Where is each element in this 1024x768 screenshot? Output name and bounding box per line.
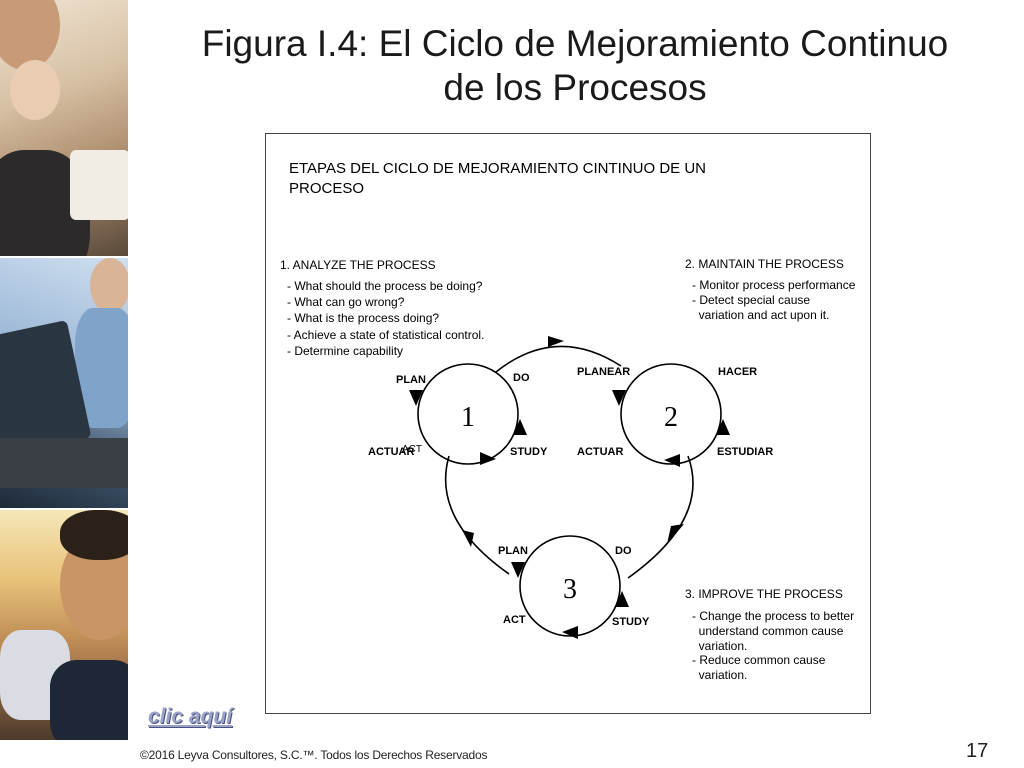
cycle-figure: ETAPAS DEL CICLO DE MEJORAMIENTO CINTINU… xyxy=(265,133,871,714)
cycle-2-study-label: ESTUDIAR xyxy=(717,446,773,458)
cycle-3-number: 3 xyxy=(563,574,577,605)
analyze-item: - What can go wrong? xyxy=(287,295,405,309)
page-number: 17 xyxy=(966,740,989,762)
cycle-2-act-label: ACTUAR xyxy=(577,446,623,458)
figure-heading-line1: ETAPAS DEL CICLO DE MEJORAMIENTO CINTINU… xyxy=(289,160,706,177)
cycle-1-actuar-label: ACTUAR xyxy=(368,446,414,458)
improve-item: variation. xyxy=(692,639,747,653)
analyze-item: - Determine capability xyxy=(287,344,403,358)
maintain-item: variation and act upon it. xyxy=(692,308,829,322)
arrowhead xyxy=(562,626,578,639)
cycle-diagram: ETAPAS DEL CICLO DE MEJORAMIENTO CINTINU… xyxy=(280,160,856,682)
maintain-item: - Detect special cause xyxy=(692,293,810,307)
cycle-3-act-label: ACT xyxy=(503,614,526,626)
improve-item: understand common cause xyxy=(692,624,844,638)
arrowhead xyxy=(664,454,680,467)
cycle-2-plan-label: PLANEAR xyxy=(577,366,630,378)
cycle-1-do-label: DO xyxy=(513,372,530,384)
photo-strip xyxy=(0,0,130,740)
arrowhead xyxy=(667,524,684,544)
cycle-3-plan-label: PLAN xyxy=(498,545,528,557)
maintain-title: 2. MAINTAIN THE PROCESS xyxy=(685,257,844,271)
figure-heading-line2: PROCESO xyxy=(289,180,364,197)
cycle-1-number: 1 xyxy=(461,402,475,433)
analyze-item: - What is the process doing? xyxy=(287,311,439,325)
arc-3-to-1 xyxy=(444,455,510,575)
arrowhead xyxy=(612,390,626,406)
arrowhead xyxy=(513,419,527,435)
improve-item: - Reduce common cause xyxy=(692,653,826,667)
cycle-1-plan-label: PLAN xyxy=(396,374,426,386)
arc-2-to-3 xyxy=(627,455,694,579)
improve-item: - Change the process to better xyxy=(692,609,854,623)
cycle-1-study-label: STUDY xyxy=(510,446,548,458)
arrowhead xyxy=(480,452,496,465)
cycle-1-act-label: ACT xyxy=(402,444,422,455)
cycle-2-do-label: HACER xyxy=(718,366,757,378)
cycle-1-circle xyxy=(417,363,519,465)
arrowhead xyxy=(716,419,730,435)
arrowhead xyxy=(409,390,423,406)
analyze-item: - What should the process be doing? xyxy=(287,279,483,293)
clic-aqui-link[interactable]: clic aquí xyxy=(148,705,233,728)
analyze-title: 1. ANALYZE THE PROCESS xyxy=(280,258,436,272)
slide-title-line1: Figura I.4: El Ciclo de Mejoramiento Con… xyxy=(201,23,949,64)
cycle-2-number: 2 xyxy=(664,402,678,433)
maintain-item: - Monitor process performance xyxy=(692,278,856,292)
cycle-3-do-label: DO xyxy=(615,545,632,557)
photo-office-worker xyxy=(0,258,128,508)
cycle-3-study-label: STUDY xyxy=(612,616,650,628)
copyright-text: ©2016 Leyva Consultores, S.C.™. Todos lo… xyxy=(140,748,488,762)
photo-man-thinking xyxy=(0,0,128,256)
improve-item: variation. xyxy=(692,668,747,682)
arrowhead xyxy=(511,562,525,578)
cycle-2-circle xyxy=(620,363,722,465)
slide-title: Figura I.4: El Ciclo de Mejoramiento Con… xyxy=(150,22,1000,110)
photo-man-on-phone xyxy=(0,510,128,740)
slide-title-line2: de los Procesos xyxy=(443,67,707,108)
analyze-item: - Achieve a state of statistical control… xyxy=(287,328,484,342)
cycle-3-circle xyxy=(519,535,621,637)
improve-title: 3. IMPROVE THE PROCESS xyxy=(685,587,843,601)
arrowhead xyxy=(548,336,564,347)
arrowhead xyxy=(462,530,474,547)
arc-1-to-2 xyxy=(495,345,622,373)
arrowhead xyxy=(615,591,629,607)
